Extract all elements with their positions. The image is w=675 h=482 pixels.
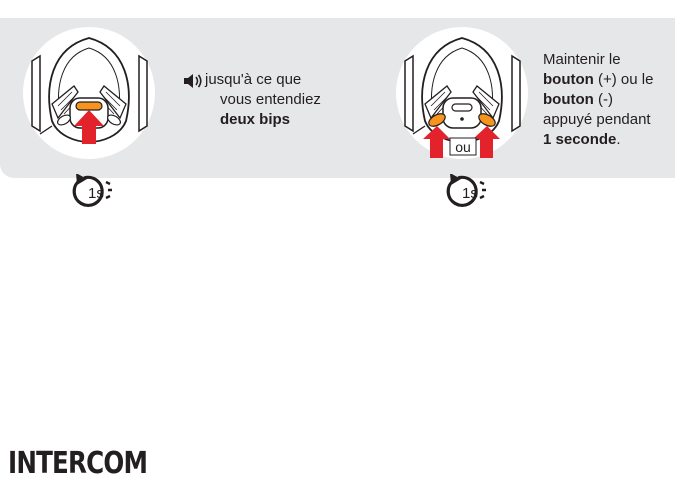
right-step-bold-1: bouton xyxy=(543,71,594,88)
right-step-plain-1: (+) ou le xyxy=(593,71,654,88)
left-step-line-1: jusqu'à ce que xyxy=(205,71,302,88)
helmet-top-illustration-left xyxy=(22,26,157,161)
right-step-bold-3: 1 seconde xyxy=(543,131,617,148)
left-step-line-2: vous entendiez xyxy=(220,91,321,108)
one-second-timer-icon-left: 1s xyxy=(62,173,122,215)
right-step-text: Maintenir le bouton (+) ou le bouton (-)… xyxy=(543,50,653,150)
left-timer-label: 1s xyxy=(88,185,104,202)
right-step-plain-2: (-) xyxy=(593,91,613,108)
right-step-line-4: appuyé pendant xyxy=(543,111,651,128)
right-timer-label: 1s xyxy=(462,185,478,202)
right-step-bold-2: bouton xyxy=(543,91,594,108)
speaker-icon xyxy=(183,73,203,89)
helmet-top-illustration-right: ou xyxy=(395,26,530,161)
cropped-previous-text xyxy=(0,0,675,10)
right-step-line-1: Maintenir le xyxy=(543,51,621,68)
left-step-bold: deux bips xyxy=(220,111,291,128)
left-step-text: jusqu'à ce que vous entendiez deux bips xyxy=(205,70,321,130)
section-title: INTERCOM xyxy=(8,446,148,481)
or-label: ou xyxy=(455,139,471,155)
right-step-end: . xyxy=(616,131,621,148)
one-second-timer-icon-right: 1s xyxy=(436,173,496,215)
